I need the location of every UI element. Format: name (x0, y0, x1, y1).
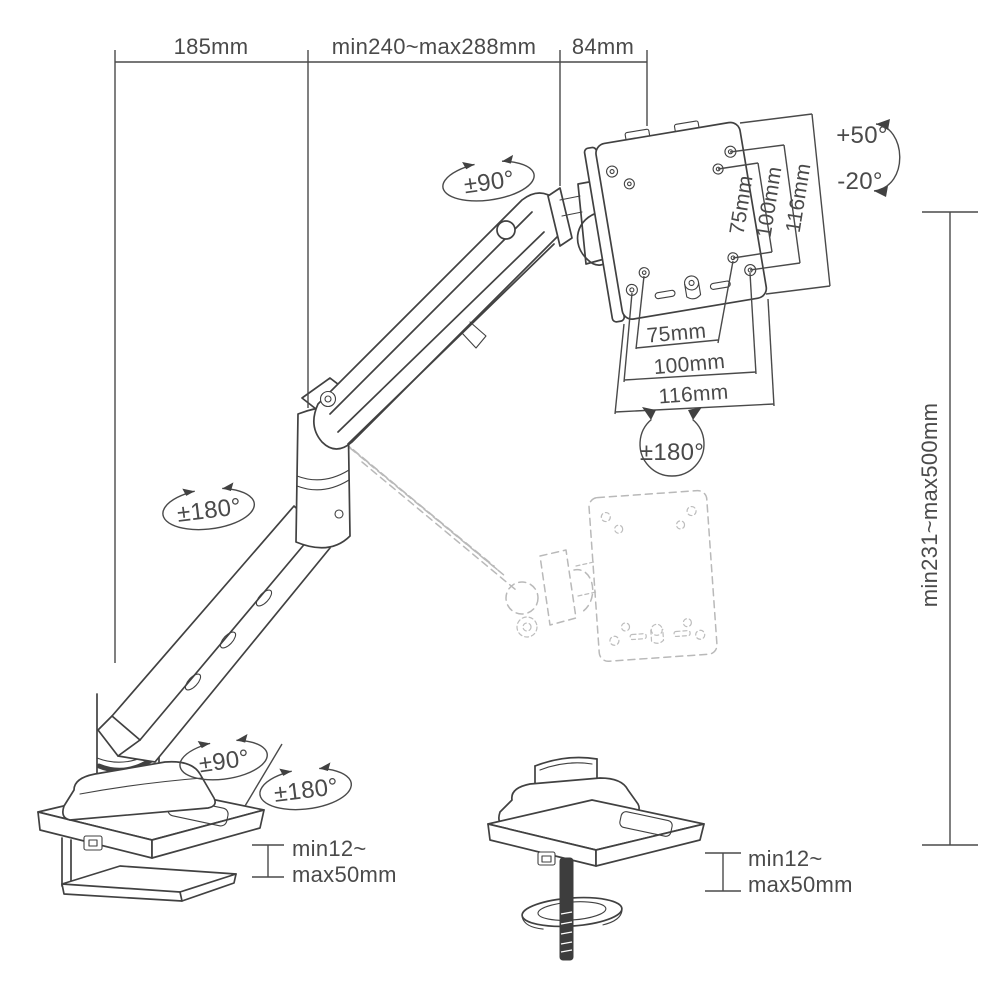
annotation-slash (244, 743, 283, 807)
base-rotation-label: ±180° (273, 773, 340, 808)
top-dimension-lines: 185mm min240~max288mm 84mm (114, 34, 648, 663)
tilt-angle-annotation: +50° -20° (836, 119, 901, 197)
vesa-side-116: 116mm (782, 162, 816, 235)
height-dimension: min231~max500mm (917, 211, 978, 846)
dim-label-84mm: 84mm (572, 34, 634, 59)
clamp-left-label-line1: min12~ (292, 836, 367, 861)
vesa-bottom-116: 116mm (658, 381, 729, 409)
ghost-arm-lowered-position (335, 435, 597, 638)
tilt-up-label: +50° (836, 122, 888, 149)
port-on-base (83, 835, 103, 851)
plate-rotation-label: ±180° (640, 439, 704, 466)
upper-arm (313, 192, 566, 450)
vesa-plate (583, 120, 768, 323)
vesa-bottom-dimensions: 75mm 100mm 116mm (614, 260, 775, 415)
head-swivel-annotation: ±90° (442, 154, 535, 202)
base-swivel-annotation: ±90° (179, 733, 268, 781)
arm-rotation-annotation: ±180° (162, 482, 255, 531)
vesa-bottom-75: 75mm (646, 319, 707, 347)
plate-rotation-annotation: ±180° (639, 407, 705, 477)
clamp-left-label-line2: max50mm (292, 862, 397, 887)
head-swivel-label: ±90° (462, 166, 516, 200)
arm-end-hole (496, 220, 516, 240)
grommet-mount-detail (487, 756, 705, 961)
grommet-bolt (559, 857, 574, 961)
tilt-down-label: -20° (837, 168, 883, 195)
base-rotation-annotation: ±180° (259, 762, 352, 811)
desk-clamp-base (37, 681, 265, 902)
grommet-label-line1: min12~ (748, 846, 823, 871)
base-swivel-label: ±90° (197, 745, 251, 779)
dim-label-185mm: 185mm (174, 34, 249, 59)
clamp-thickness-dimension-left: min12~ max50mm (252, 836, 397, 887)
lower-arm (97, 505, 331, 763)
arm-rotation-label: ±180° (176, 493, 243, 528)
pivot-screw (319, 390, 337, 408)
dim-label-height-range: min231~max500mm (917, 403, 942, 607)
ghost-vesa-plate (588, 489, 718, 662)
clamp-thickness-dimension-right: min12~ max50mm (705, 846, 853, 897)
grommet-label-line2: max50mm (748, 872, 853, 897)
dim-label-arm-reach: min240~max288mm (332, 34, 536, 59)
